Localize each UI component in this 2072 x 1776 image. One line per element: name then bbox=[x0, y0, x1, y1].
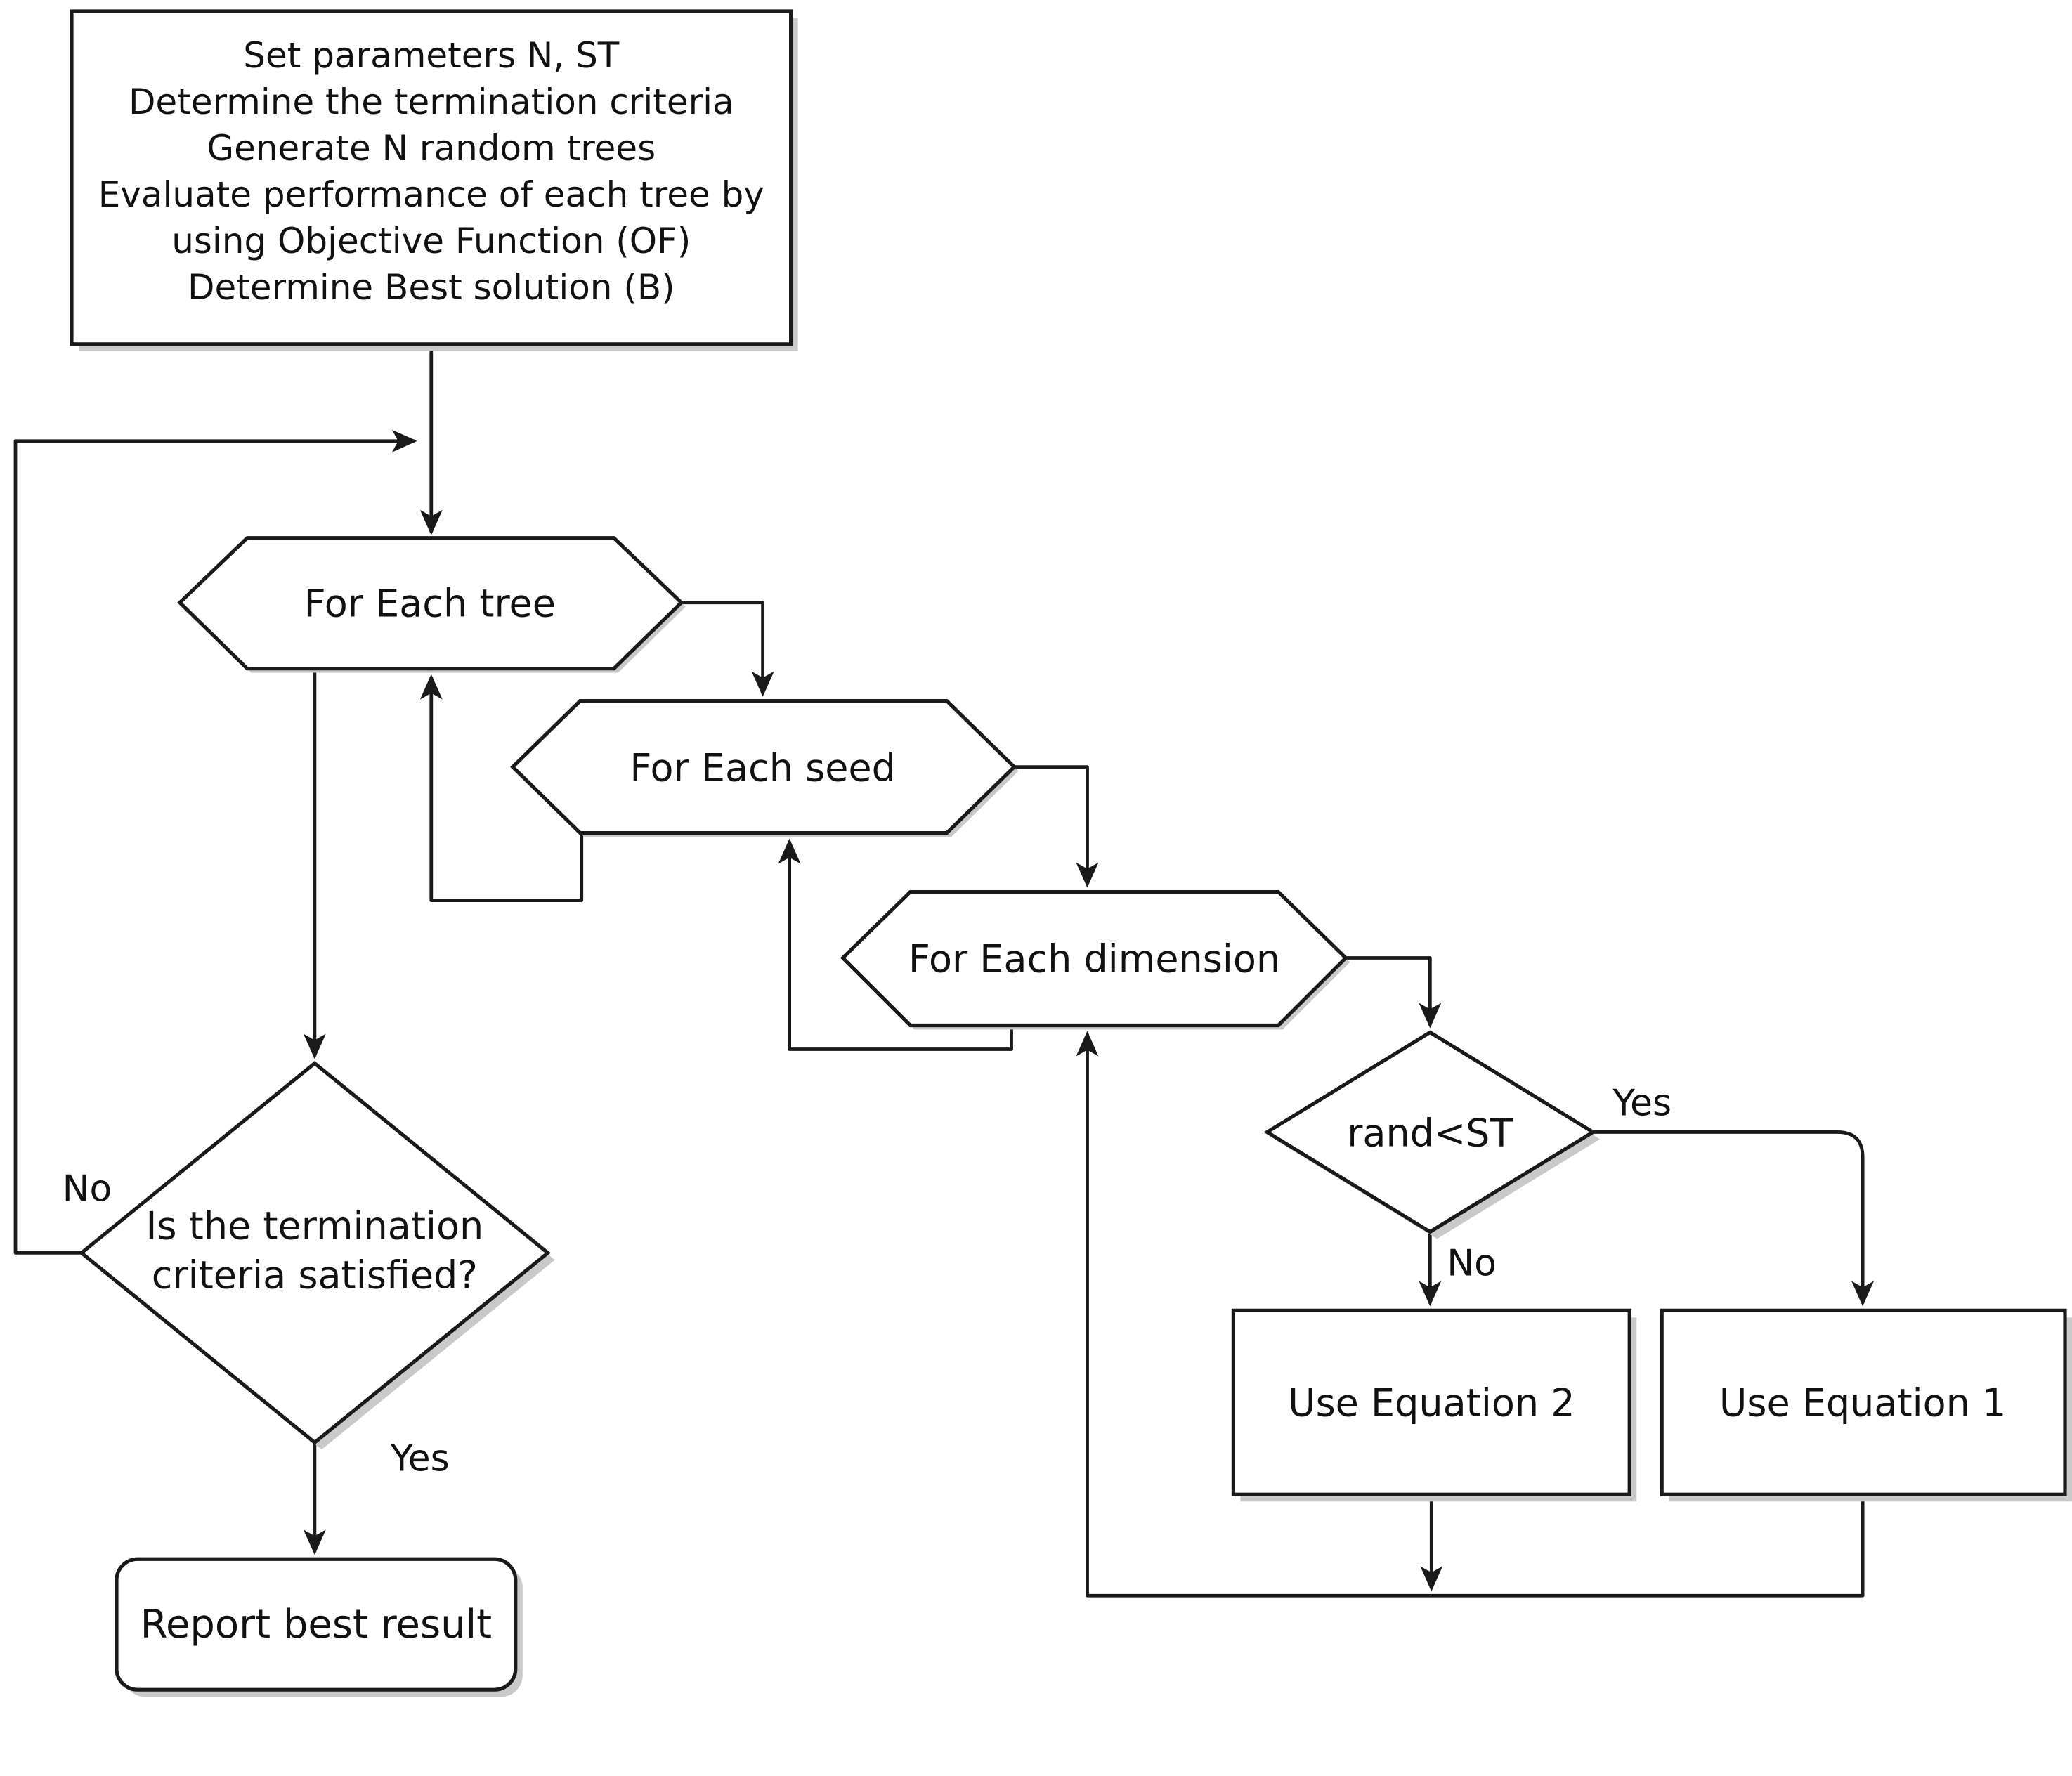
for-each-dimension-label: For Each dimension bbox=[908, 937, 1280, 981]
use-equation-1-rect bbox=[1660, 1308, 2067, 1496]
edge-seed-to-dimension bbox=[1014, 765, 1099, 888]
start-line-2: Determine the termination criteria bbox=[129, 81, 734, 122]
edge-tree-to-seed bbox=[681, 601, 774, 697]
rand-no-label: No bbox=[1447, 1242, 1497, 1284]
use-equation-2-rect bbox=[1231, 1308, 1631, 1496]
use-equation-2-box: Use Equation 2 bbox=[1231, 1308, 1637, 1502]
edge-dimension-loop-to-seed bbox=[778, 838, 1013, 1051]
rand-decision-diamond: rand<ST bbox=[1263, 1030, 1601, 1239]
for-each-dimension-hexagon: For Each dimension bbox=[840, 889, 1350, 1030]
for-each-tree-shape bbox=[177, 536, 684, 671]
for-each-dimension-shape bbox=[840, 889, 1349, 1028]
report-best-result-box: Report best result bbox=[115, 1557, 523, 1697]
for-each-seed-hexagon: For Each seed bbox=[510, 699, 1019, 837]
use-equation-1-box: Use Equation 1 bbox=[1660, 1308, 2072, 1502]
termination-decision-diamond: Is the termination criteria satisfied? bbox=[78, 1061, 555, 1450]
for-each-seed-shape bbox=[510, 699, 1017, 835]
termination-yes-label: Yes bbox=[390, 1437, 450, 1480]
rand-yes-label: Yes bbox=[1612, 1082, 1672, 1124]
start-line-6: Determine Best solution (B) bbox=[188, 267, 675, 308]
rand-decision-shape bbox=[1263, 1030, 1597, 1234]
edge-rand-yes-to-eq1 bbox=[1593, 1130, 1875, 1307]
start-line-3: Generate N random trees bbox=[207, 128, 656, 169]
use-equation-1-label: Use Equation 1 bbox=[1719, 1380, 2006, 1425]
termination-line-2: criteria satisfied? bbox=[152, 1253, 478, 1297]
start-line-5: using Objective Function (OF) bbox=[171, 221, 691, 261]
edge-seed-loop-to-tree bbox=[419, 674, 584, 902]
for-each-tree-label: For Each tree bbox=[304, 582, 556, 626]
edge-eq1-merge-to-dimension bbox=[1076, 1031, 1865, 1598]
report-best-result-label: Report best result bbox=[141, 1602, 493, 1647]
edge-termination-no-loopback bbox=[13, 429, 417, 1255]
connectors bbox=[13, 344, 1875, 1598]
termination-line-1: Is the termination bbox=[145, 1203, 483, 1248]
start-line-4: Evaluate performance of each tree by bbox=[98, 174, 764, 215]
report-best-result-rect bbox=[115, 1557, 518, 1692]
for-each-tree-hexagon: For Each tree bbox=[177, 536, 686, 673]
termination-no-label: No bbox=[63, 1168, 112, 1210]
for-each-seed-label: For Each seed bbox=[630, 746, 895, 790]
rand-decision-label: rand<ST bbox=[1347, 1111, 1513, 1155]
start-line-1: Set parameters N, ST bbox=[243, 35, 620, 76]
use-equation-2-label: Use Equation 2 bbox=[1288, 1380, 1575, 1425]
edge-dimension-to-rand bbox=[1346, 956, 1442, 1029]
start-box: Set parameters N, ST Determine the termi… bbox=[70, 9, 798, 351]
termination-decision-shape bbox=[78, 1061, 551, 1445]
start-box-rect bbox=[70, 9, 793, 346]
